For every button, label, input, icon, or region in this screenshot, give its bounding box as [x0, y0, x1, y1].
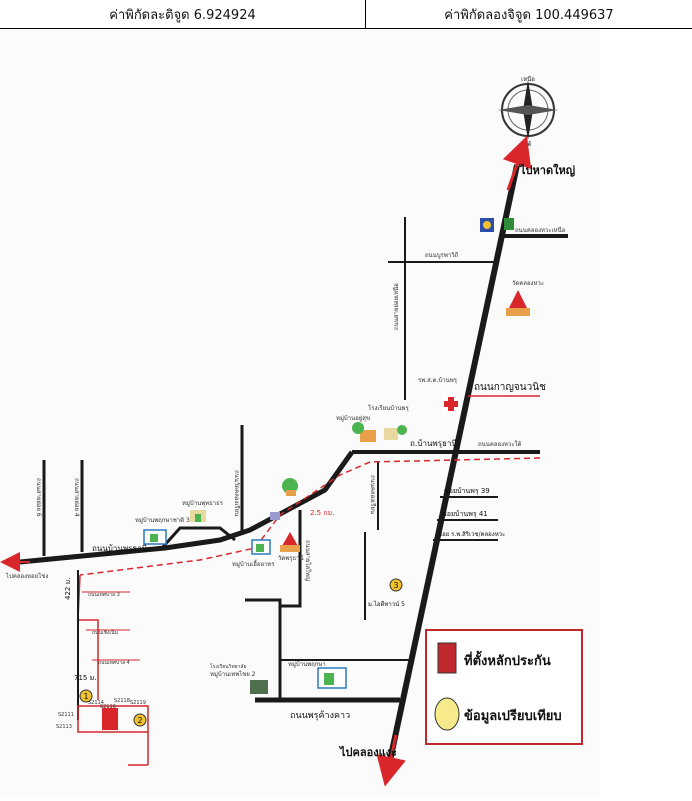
vertical-near-hospital-label: ถนนสายย่อยเหนือ — [392, 283, 400, 330]
temple-north-icon — [506, 290, 530, 316]
distance-3-label: 715 ม. — [74, 674, 96, 682]
marker-1-label: 1 — [83, 692, 88, 701]
plot-2-label: S2114 — [88, 700, 104, 706]
village-4-label: หมู่บ้านเทพไชย 2 — [210, 670, 256, 678]
kanjanawanit-label: ถนนกาญจนวนิช — [474, 382, 546, 393]
bridge-icon — [270, 512, 280, 520]
village-3-label: หมู่บ้านเอื้ออาทร — [232, 558, 275, 568]
marker-3 — [389, 578, 403, 592]
main-highway — [385, 164, 520, 771]
north-arrow-icon — [502, 135, 532, 191]
main-road-west — [19, 450, 355, 565]
village-4-icon — [317, 667, 347, 689]
longitude-label: ค่าพิกัดลองจิจูด 100.449637 — [444, 7, 614, 23]
marker-2-label: 2 — [137, 716, 142, 725]
school-2-icon — [250, 680, 268, 694]
compass-north-label: เหนือ — [521, 75, 535, 83]
left-road-2-label: ถนนเชิงเนิน — [92, 629, 119, 636]
village-6-label: หมู่บ้านพฤกษา — [288, 661, 326, 668]
latitude-label: ค่าพิกัดละติจูด 6.924924 — [0, 0, 366, 28]
legend-comparison-label: ข้อมูลเปรียบเทียบ — [464, 708, 562, 724]
road-6-label: ถนนสายย่อย 6 — [35, 478, 42, 517]
village-3-icon — [251, 539, 271, 555]
plot-5-label: S2119 — [130, 700, 146, 706]
soi-39-label: ซอยบ้านพรุ 39 — [444, 487, 490, 495]
vertical-road-3-label: ถนนสายไสใหญ่ — [304, 540, 312, 581]
plot-area — [77, 705, 149, 733]
direction-top-label: ไปหาดใหญ่ — [518, 163, 575, 177]
legend-comparison-swatch — [434, 697, 460, 731]
village-5-icon — [352, 422, 376, 442]
main-road-east-label: ถ.บ้านพรุธานี — [410, 439, 457, 448]
map-canvas: เหนือ ใต้ ไปหาดใหญ่ ไปคลองแงะ ถนนคลองหวะ… — [0, 29, 600, 797]
soi-a-label: ถนนบูรพาวิถี — [425, 251, 459, 259]
plot-6-label: S2113 — [56, 724, 72, 730]
compass-south-label: ใต้ — [525, 140, 532, 148]
south-road-label: ถนนพรุค้างคาว — [290, 710, 350, 721]
road-4-label: ถนนสายย่อย 4 — [73, 478, 80, 517]
soi-b-label: ถนนคลองหวะใต้ — [478, 440, 522, 448]
village-1-label: หมู่บ้านพฤกษาชาติ 3 — [135, 517, 190, 524]
distance-2-label: 422 ม. — [64, 578, 72, 600]
marker-1 — [79, 689, 93, 703]
marker-3-label: 3 — [393, 581, 398, 590]
south-arrow-icon — [376, 734, 406, 787]
village-5-label: หมู่บ้านอยู่สุข — [336, 415, 370, 422]
left-road-1-label: ถนนเทศบาล 3 — [88, 592, 120, 598]
left-road-3-label: ถนนเทศบาล 4 — [98, 660, 130, 666]
coordinate-header: ค่าพิกัดละติจูด 6.924924 ค่าพิกัดลองจิจู… — [0, 0, 692, 29]
park-icon — [282, 478, 298, 496]
village-2-label: หมู่บ้านพุทธาธร — [182, 500, 224, 507]
village-2-icon — [190, 510, 206, 522]
distance-1-label: 2.5 กม. — [310, 509, 334, 517]
temple-north-label: วัดคลองหวะ — [512, 280, 544, 287]
vertical-road-2-label: ถนนคลองเรียน — [369, 475, 377, 514]
hospital-label: รพ.ส.ต.บ้านพรุ — [418, 377, 458, 384]
temple-label: วัดพรุธานี — [278, 554, 304, 562]
legend-boundary-swatch — [437, 642, 457, 674]
direction-bottom-label: ไปคลองแงะ — [338, 745, 397, 759]
location-map: เหนือ ใต้ ไปหาดใหญ่ ไปคลองแงะ ถนนคลองหวะ… — [0, 29, 692, 797]
school-2-label: โรงเรียนวิทยาลัย — [210, 663, 246, 670]
collateral-plot — [102, 708, 118, 730]
direction-left-label: ไปคลองหอยโข่ง — [5, 572, 48, 580]
plot-1-label: S2111 — [58, 712, 74, 718]
convenience-store-icon — [504, 218, 514, 230]
legend-boundary-label: ที่ตั้งหลักประกัน — [464, 650, 551, 669]
compass-icon: เหนือ ใต้ — [498, 75, 558, 148]
soi-khlong-label: ซอย ร.พ.สิริเวช/คลองหวะ — [438, 531, 505, 538]
school-1-label: โรงเรียนบ้านพรุ — [368, 404, 410, 412]
school-1-icon — [384, 425, 407, 440]
main-road-west-label: ถนนบ้านพรุธานี — [92, 544, 148, 553]
village-loop-road — [160, 526, 236, 550]
temple-icon — [280, 532, 300, 552]
north-soi-label: ถนนคลองหวะเหนือ — [515, 226, 566, 234]
vertical-road-1-label: ถนนวัดคลองเรียน — [233, 470, 241, 516]
legend: ที่ตั้งหลักประกัน ข้อมูลเปรียบเทียบ — [425, 629, 583, 745]
soi-41-label: ซอยบ้านพรุ 41 — [442, 510, 488, 518]
plot-4-label: S2118 — [114, 698, 130, 704]
marker-2 — [133, 713, 147, 727]
place-3-label: ม.ไอดีทาวน์ 5 — [368, 600, 405, 608]
village-1-icon — [143, 529, 167, 545]
plot-3-label: S2116 — [100, 704, 116, 710]
